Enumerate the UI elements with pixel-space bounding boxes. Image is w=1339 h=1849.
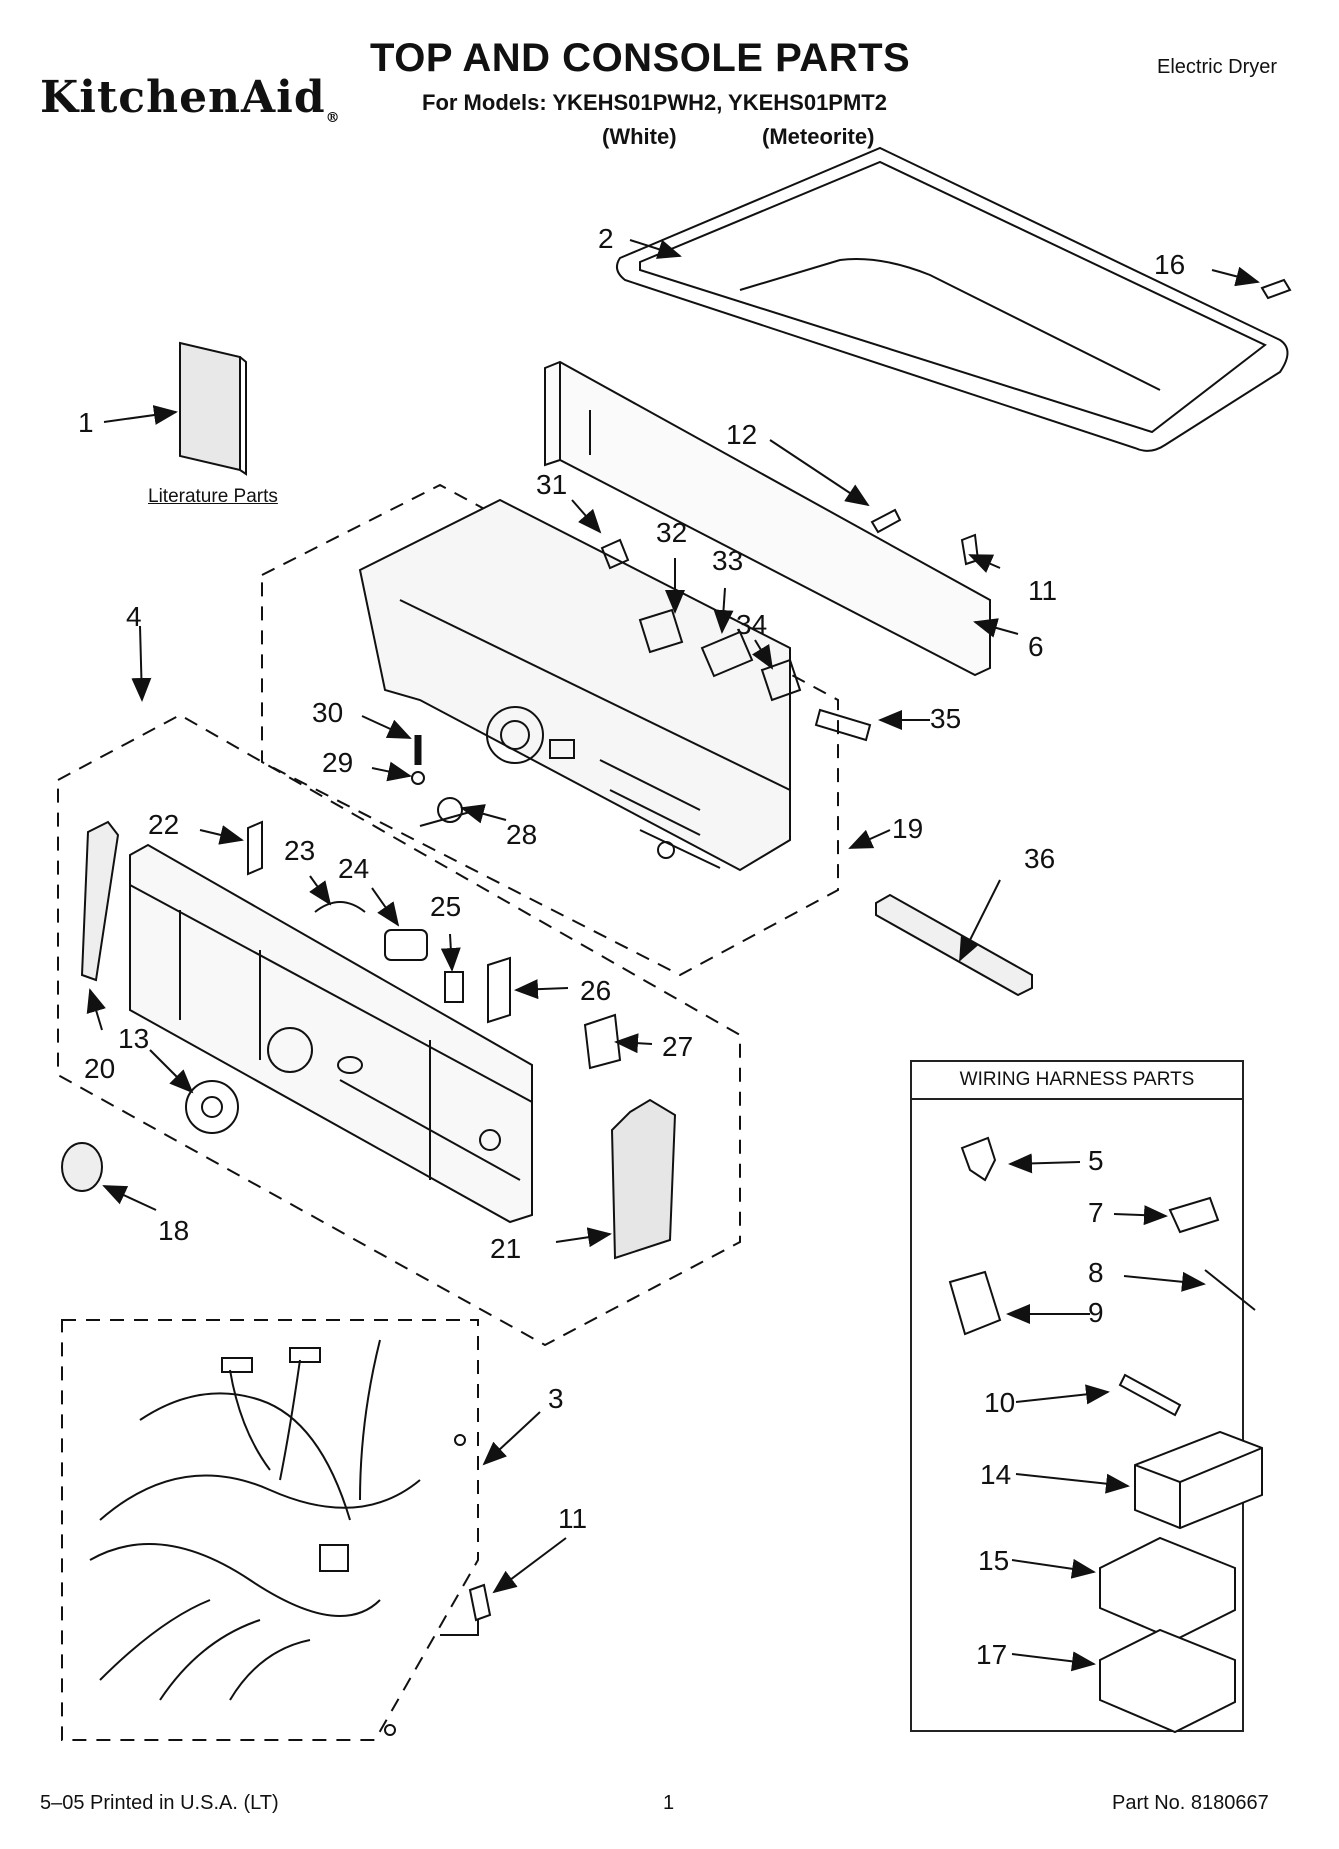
model-color-meteorite: (Meteorite) [762,124,875,149]
screw-12 [870,508,902,534]
terminal-10 [1118,1373,1182,1417]
callout-21: 21 [490,1233,521,1264]
model-color-white: (White) [602,124,677,149]
callout-16: 16 [1154,249,1185,280]
terminal-8 [1204,1269,1256,1311]
callout-25: 25 [430,891,461,922]
model-numbers: For Models: YKEHS01PWH2, YKEHS01PMT2 [422,90,887,115]
console-end-cap-left [80,820,120,982]
connector-34 [760,658,802,702]
part-number: Part No. 8180667 [1112,1792,1269,1814]
leader-lines [86,239,1260,1672]
callout-22: 22 [148,809,179,840]
button-strip-26 [487,956,511,1024]
literature-parts-label: Literature Parts [148,486,278,507]
callout-31: 31 [536,469,567,500]
screw-11-top [960,533,980,566]
callout-18: 18 [158,1215,189,1246]
clip-5 [960,1136,997,1182]
connector-35 [814,708,872,742]
callout-4: 4 [126,601,142,632]
callout-13: 13 [118,1023,149,1054]
brand-logo: KitchenAid® [40,72,341,126]
lens-24 [384,929,428,961]
callout-35: 35 [930,703,961,734]
console-end-cap-right [610,1098,677,1260]
callout-1: 1 [78,407,94,438]
console-back-panel [544,360,991,677]
callout-6: 6 [1028,631,1044,662]
callout-36: 36 [1024,843,1055,874]
top-gasket [615,146,1289,452]
page-title: TOP AND CONSOLE PARTS [370,36,911,80]
control-housing [358,498,791,872]
trim-strip-36 [875,893,1033,997]
callout-29: 29 [322,747,353,778]
console-panel [129,843,533,1224]
spacer-29 [411,771,425,785]
callout-12: 12 [726,419,757,450]
callout-7: 7 [1088,1197,1104,1228]
product-type: Electric Dryer [1157,56,1278,78]
connector-32 [638,608,684,654]
screw-16 [1260,278,1292,300]
callout-5: 5 [1088,1145,1104,1176]
control-housing-assembly-boundary [261,483,839,977]
wiring-harness-boundary [61,1319,479,1741]
brand-text: KitchenAid [40,72,326,123]
callout-8: 8 [1088,1257,1104,1288]
connector-housing-17 [1099,1628,1236,1734]
callout-9: 9 [1088,1297,1104,1328]
wiring-harness-title: WIRING HARNESS PARTS [910,1060,1244,1100]
callout-3: 3 [548,1383,564,1414]
callout-17: 17 [976,1639,1007,1670]
callout-15: 15 [978,1545,1009,1576]
connector-33 [700,630,754,678]
button-strip-22 [247,820,263,876]
callout-33: 33 [712,545,743,576]
callout-28: 28 [506,819,537,850]
knob-13 [185,1080,239,1134]
screw-11-bottom [440,1583,492,1636]
callout-24: 24 [338,853,369,884]
callout-10: 10 [984,1387,1015,1418]
print-info: 5–05 Printed in U.S.A. (LT) [40,1792,279,1814]
connector-31 [600,538,630,570]
callout-14: 14 [980,1459,1011,1490]
knob-18 [61,1142,103,1192]
callout-34: 34 [736,609,767,640]
connector-block-14 [1134,1430,1263,1530]
wiring-harness [89,1339,466,1736]
console-assembly-boundary [57,713,741,1347]
connector-9 [948,1270,1002,1336]
callout-30: 30 [312,697,343,728]
button-27 [583,1013,622,1070]
callouts: 1 2 3 4 5 6 7 8 9 10 11 11 12 13 14 15 1… [78,223,1185,1670]
callout-27: 27 [662,1031,693,1062]
callout-26: 26 [580,975,611,1006]
connector-7 [1168,1196,1220,1234]
callout-11-top: 11 [1028,575,1057,606]
callout-19: 19 [892,813,923,844]
button-25 [444,971,464,1003]
callout-11-bottom: 11 [558,1503,587,1534]
callout-23: 23 [284,835,315,866]
page-number: 1 [663,1792,675,1814]
button-arc-23 [314,901,366,913]
wiring-harness-box [910,1060,1244,1732]
callout-20: 20 [84,1053,115,1084]
literature-booklet [179,341,247,476]
connector-housing-15 [1099,1536,1236,1642]
callout-32: 32 [656,517,687,548]
encoder-28 [419,797,471,827]
callout-2: 2 [598,223,614,254]
